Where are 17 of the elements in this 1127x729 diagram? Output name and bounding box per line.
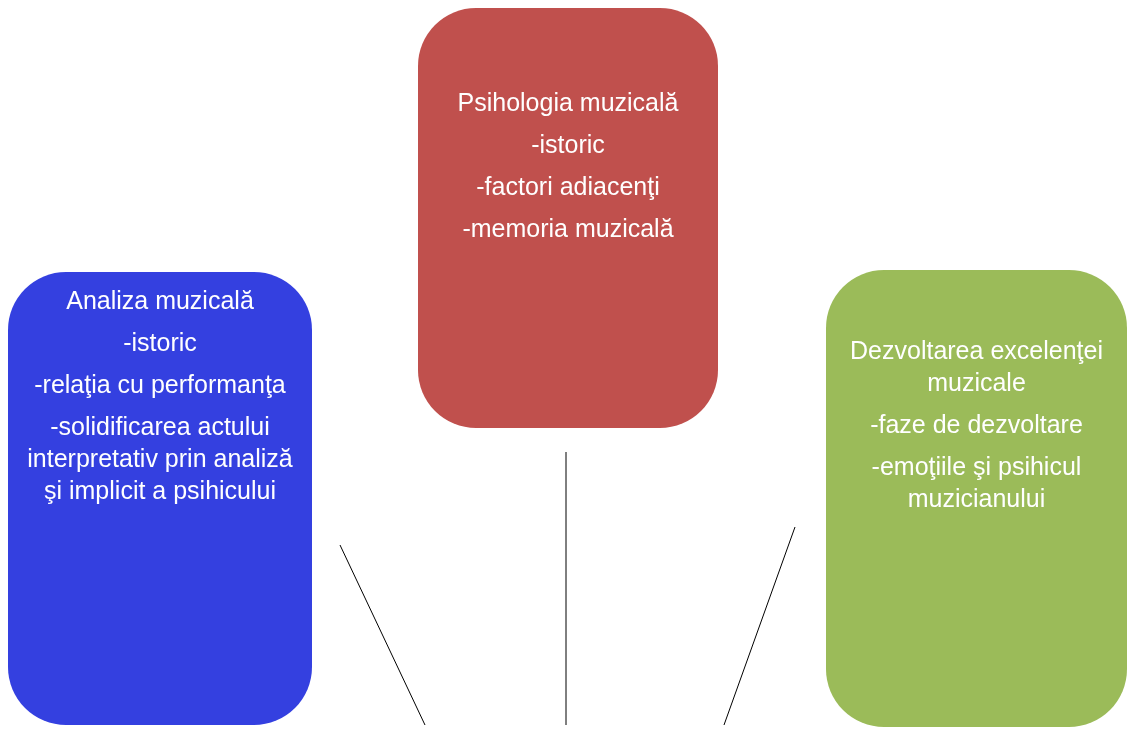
box-item: -relaţia cu performanţa	[34, 369, 286, 400]
box-item: -emoţiile şi psihicul muzicianului	[870, 451, 1083, 514]
box-item: -faze de dezvoltare	[870, 409, 1083, 440]
box-heading: Analiza muzicală	[66, 285, 254, 316]
rounded-box	[826, 270, 1127, 727]
connector-line	[339, 544, 426, 726]
box-heading: Psihologia muzicală	[457, 87, 679, 118]
connector-line	[723, 526, 796, 726]
box-item: -factori adiacenţi	[476, 171, 660, 202]
box-heading: Dezvoltarea excelenţei muzicale	[849, 335, 1104, 398]
rounded-box	[418, 8, 718, 428]
box-item: -istoric	[123, 327, 197, 358]
box-item: -memoria muzicală	[462, 213, 674, 244]
box-item: -solidificarea actului interpretativ prin analiză şi implicit a psihicului	[26, 411, 294, 506]
box-item: -istoric	[531, 129, 605, 160]
connector-line	[565, 451, 567, 726]
rounded-box	[8, 272, 312, 725]
